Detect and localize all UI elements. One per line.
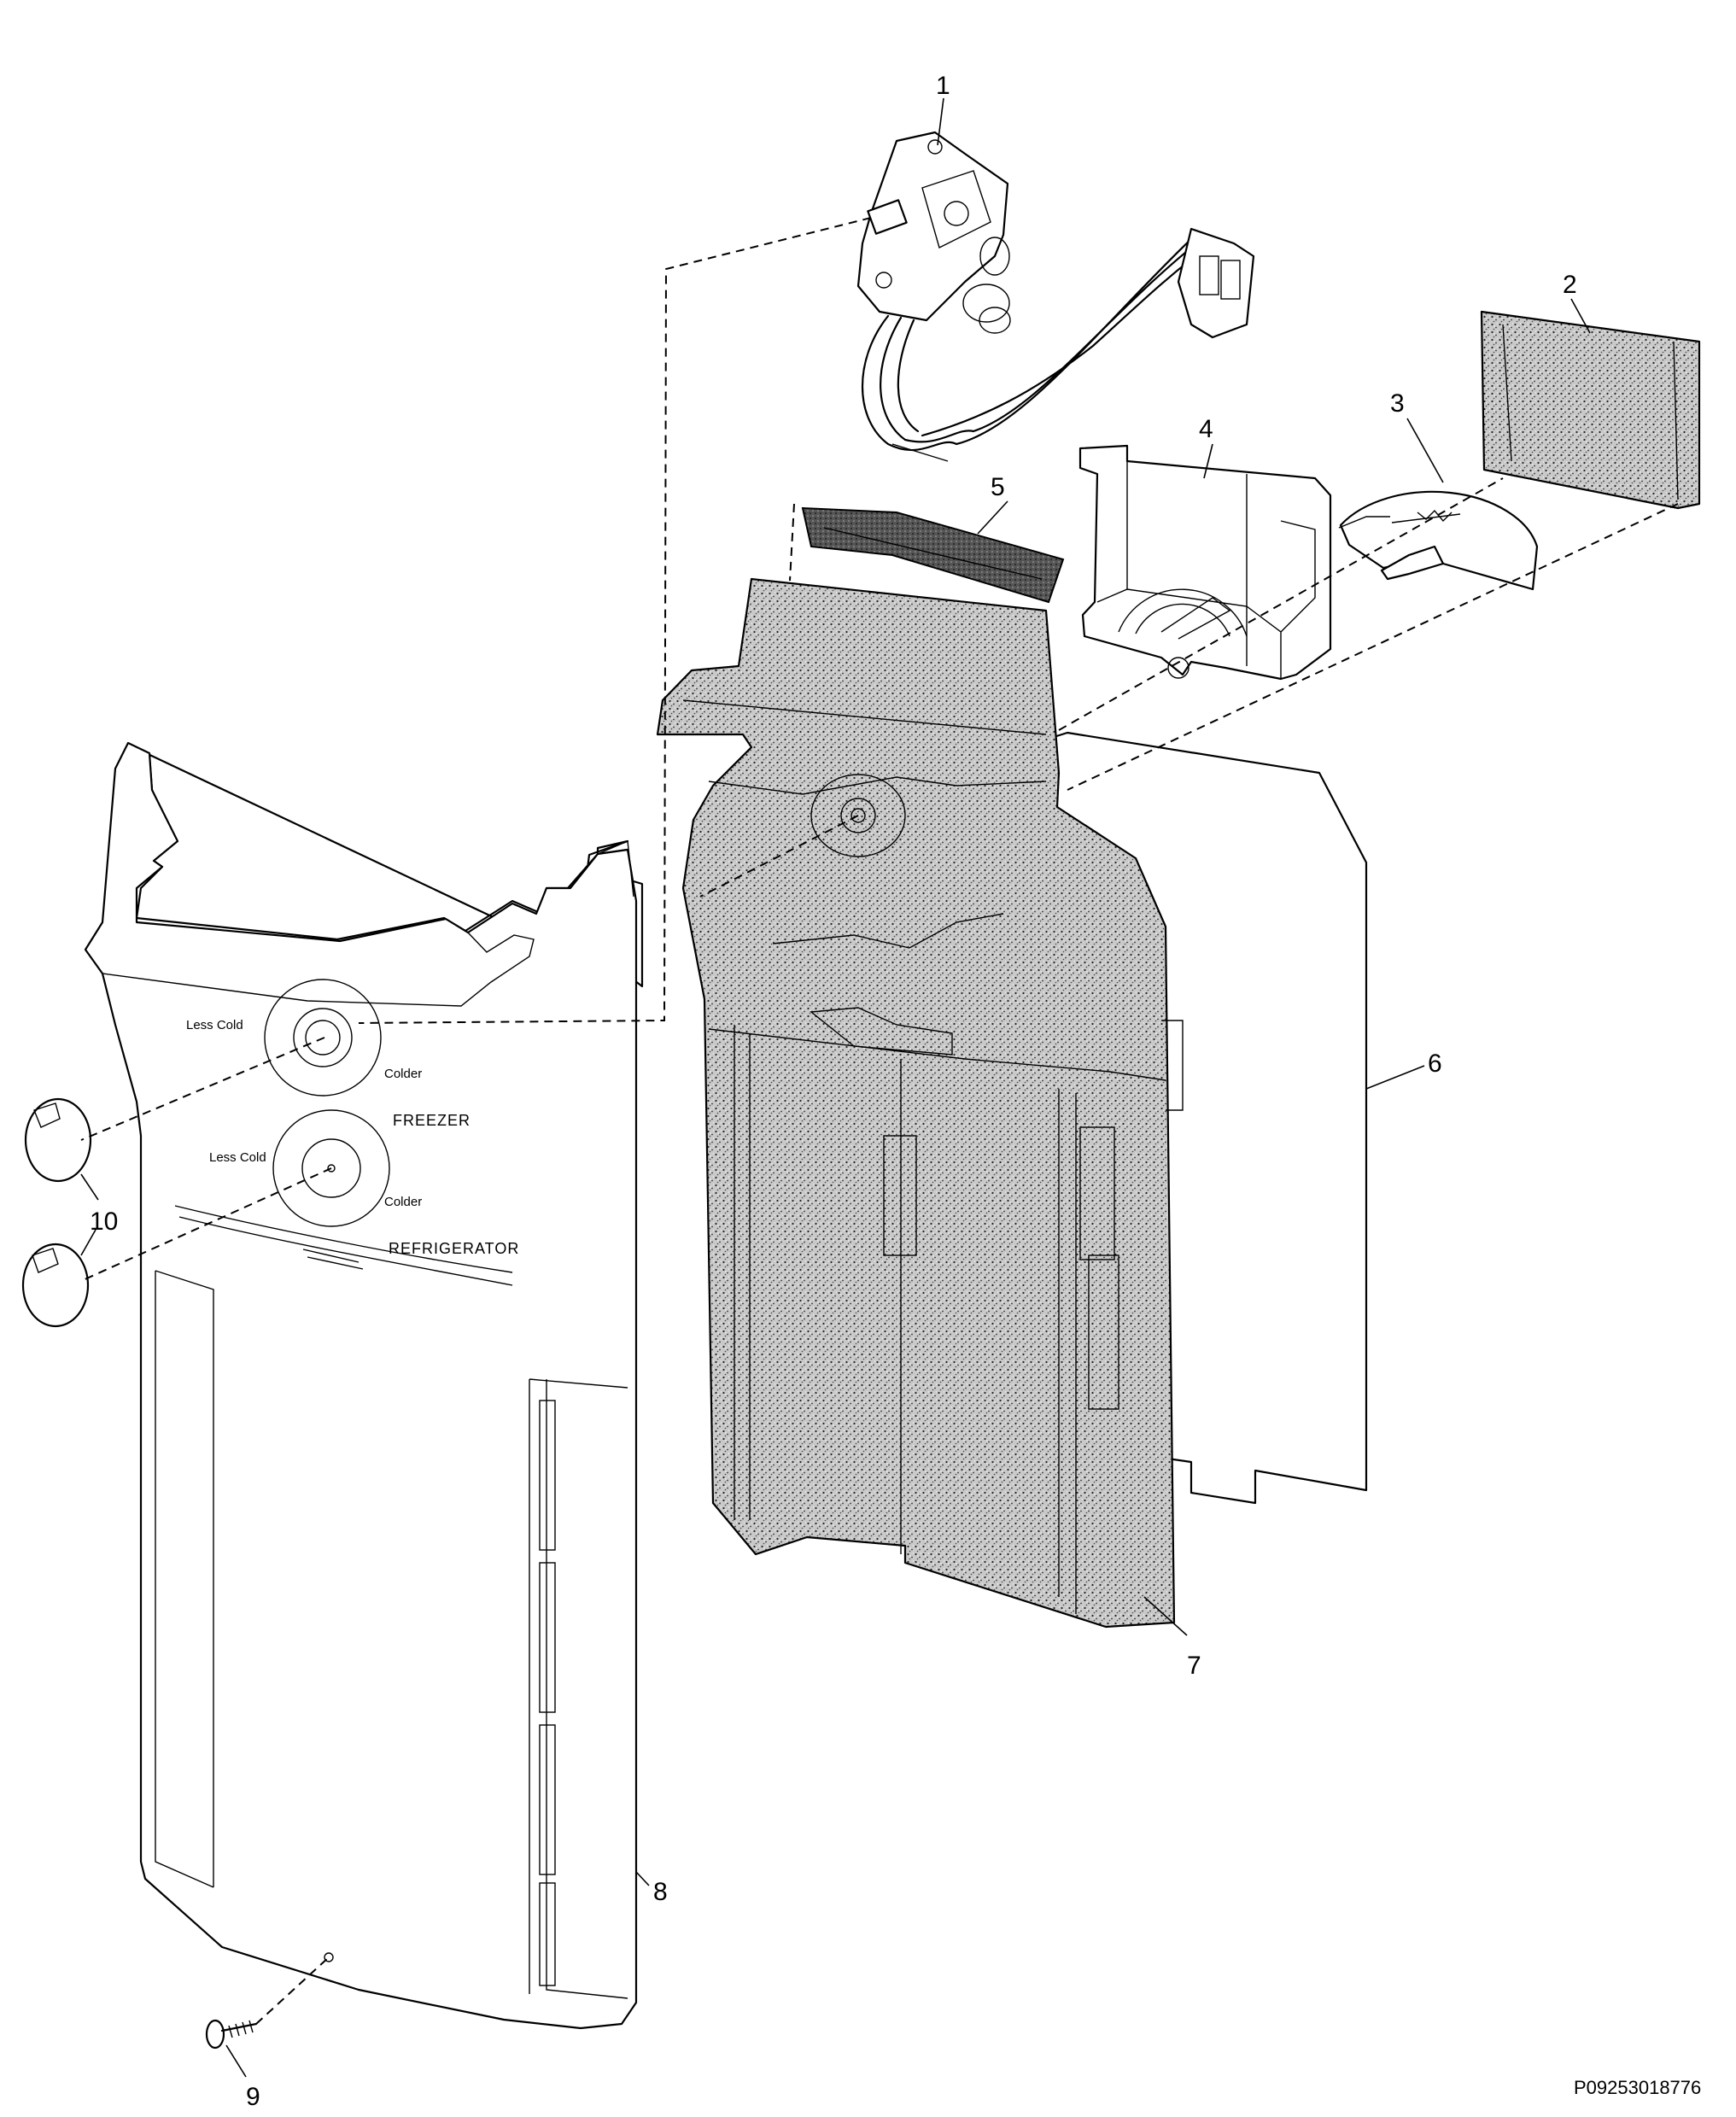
freezer-label: FREEZER [393,1112,471,1129]
refrigerator-label: REFRIGERATOR [389,1240,519,1257]
part-5-gasket-strip [801,506,1065,604]
part-9-screw [205,2019,258,2050]
part-3-damper-baffle [1338,490,1539,591]
part-2-foam-insulation-block [1480,310,1701,510]
assembly-guide-lines [80,217,1679,2025]
callout-leaders [80,97,1591,2078]
callout-5: 5 [991,473,1005,501]
callout-2: 2 [1563,271,1577,299]
refrigerator-less-cold-label: Less Cold [209,1150,266,1165]
callout-3: 3 [1390,389,1405,418]
callout-4: 4 [1199,415,1213,443]
part-10-control-knob-upper [24,1097,92,1183]
freezer-colder-label: Colder [384,1067,422,1081]
callout-10: 10 [90,1208,118,1236]
figure-code: P09253018776 [1574,2077,1701,2098]
part-7-foam-air-duct [656,577,1184,1629]
part-10-control-knob-lower [21,1243,90,1328]
refrigerator-colder-label: Colder [384,1195,422,1209]
panel-refrigerator-labels: Less Cold Colder REFRIGERATOR [209,1150,519,1257]
callout-1: 1 [936,72,950,100]
panel-freezer-labels: Less Cold Colder FREEZER [186,1018,471,1129]
callout-9: 9 [246,2083,260,2111]
callout-numbers: 1 2 3 4 5 6 7 8 9 10 [90,72,1577,2111]
part-4-damper-housing [1078,444,1332,681]
callout-8: 8 [653,1878,668,1906]
callout-7: 7 [1187,1652,1201,1680]
callout-6: 6 [1428,1050,1442,1078]
part-8-control-panel-cover [84,741,644,2030]
part-1-thermostat-control [856,131,1255,462]
freezer-less-cold-label: Less Cold [186,1018,243,1032]
